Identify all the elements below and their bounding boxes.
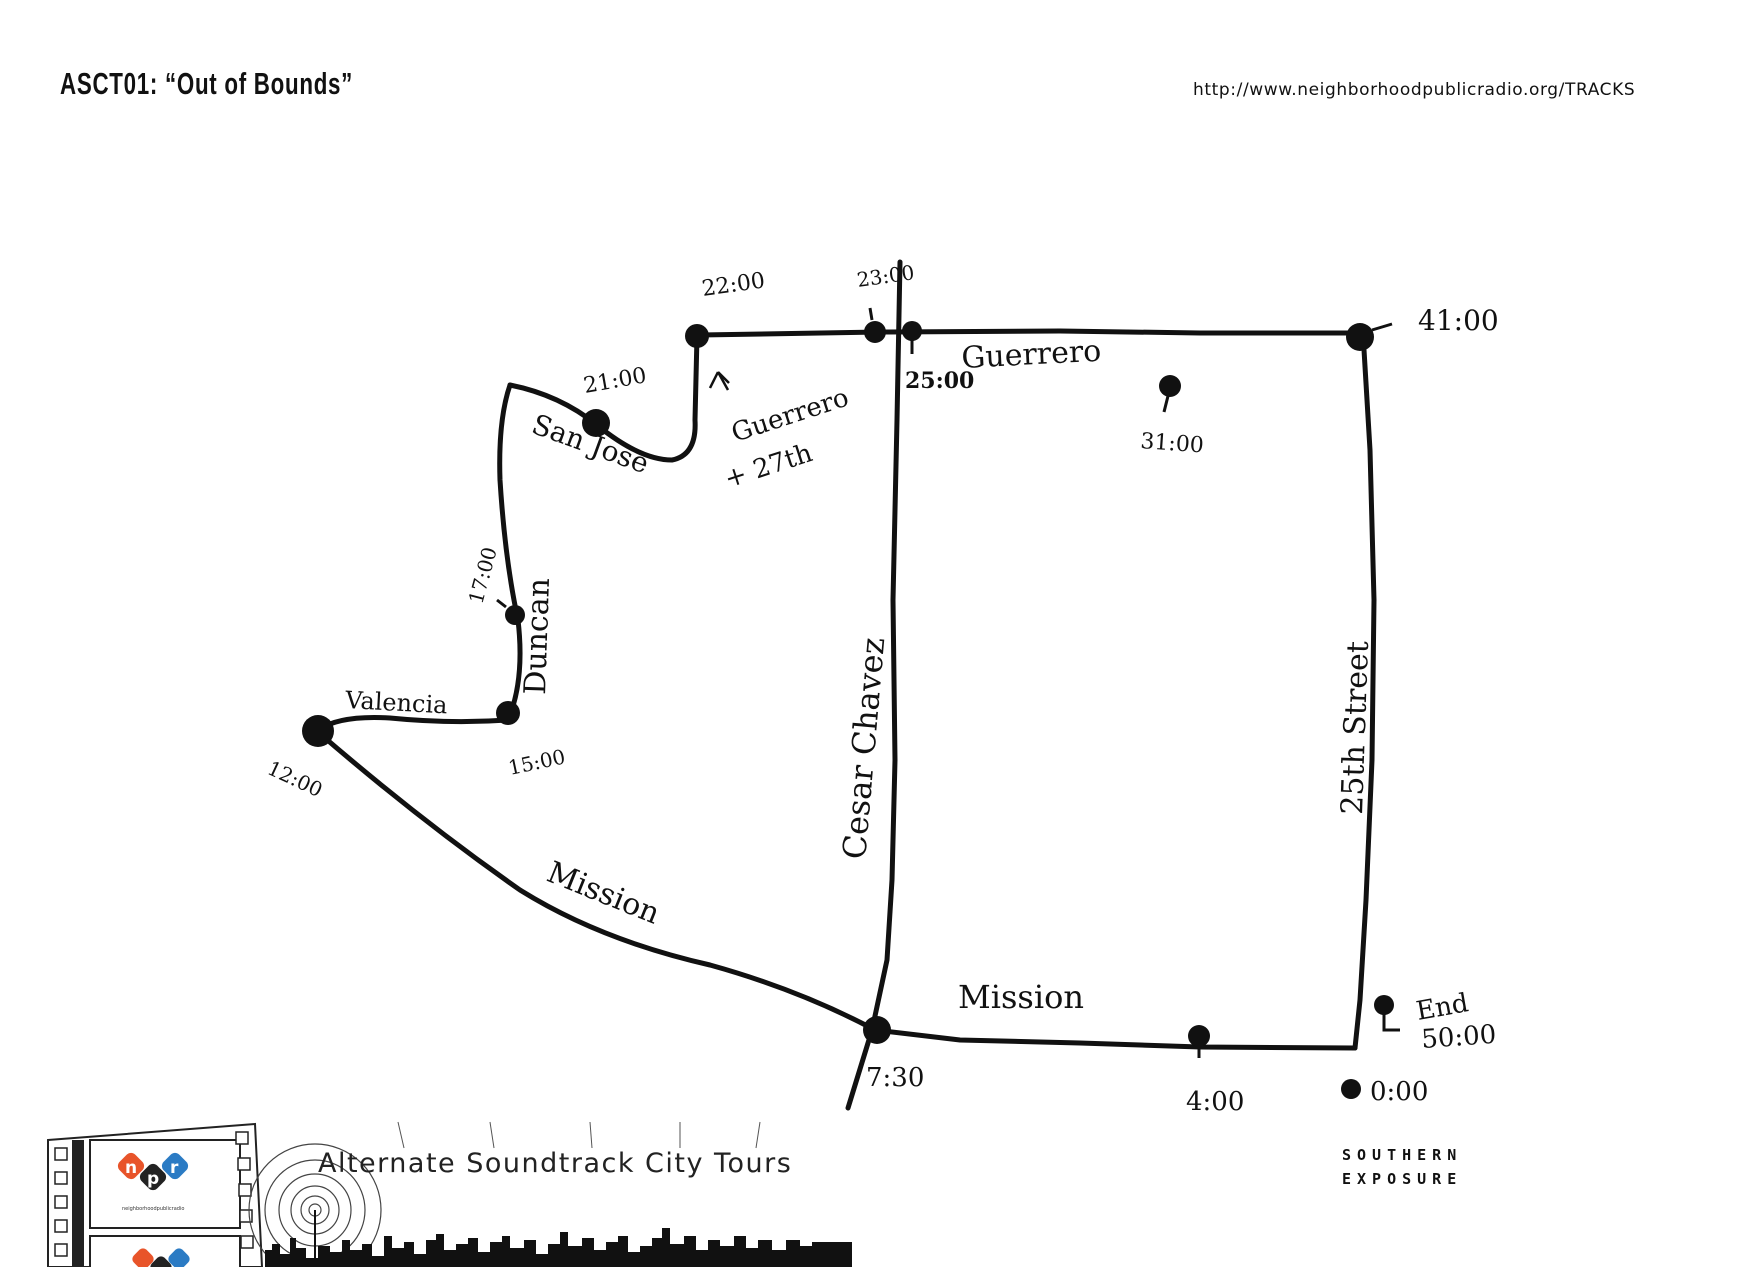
time-label-12: 12:00	[264, 756, 326, 802]
street-line-guerrero	[697, 328, 1366, 338]
guerrero-arrow	[708, 371, 730, 391]
npr-logo: n p r neighborhoodpublicradio	[117, 1152, 189, 1212]
sponsor-line-1: SOUTHERN	[1342, 1146, 1463, 1164]
sponsor-line-2: EXPOSURE	[1342, 1170, 1463, 1188]
street-line-san-jose	[507, 333, 700, 463]
street-line-mission-diagonal	[315, 729, 878, 1033]
svg-text:neighborhoodpublicradio: neighborhoodpublicradio	[122, 1206, 184, 1212]
time-label-22: 22:00	[700, 268, 766, 302]
street-line-mission-bottom	[872, 1027, 1358, 1051]
stop-marker-0	[1341, 1079, 1361, 1099]
street-label-guerrero-27th-1: Guerrero	[728, 383, 853, 449]
npr-logo-lower	[132, 1248, 190, 1267]
stop-marker-7-30	[863, 1016, 891, 1044]
stop-marker-17	[505, 605, 525, 625]
stop-marker-21	[582, 409, 610, 437]
tours-label: Alternate Soundtrack City Tours	[318, 1148, 793, 1179]
street-line-valencia	[315, 715, 511, 733]
stop-marker-31	[1159, 375, 1181, 397]
stop-marker-end	[1374, 995, 1394, 1015]
street-label-duncan: Duncan	[518, 577, 557, 695]
street-label-guerrero-27th-2: + 27th	[721, 438, 816, 495]
street-label-mission-diagonal: Mission	[542, 855, 665, 932]
time-label-41: 41:00	[1418, 304, 1499, 337]
street-label-guerrero: Guerrero	[961, 334, 1103, 376]
time-label-7-30: 7:30	[866, 1063, 924, 1093]
radio-wave-ticks	[397, 1121, 761, 1149]
time-label-23: 23:00	[855, 260, 915, 292]
street-label-mission-bottom: Mission	[958, 978, 1084, 1016]
city-skyline	[265, 1228, 852, 1267]
map-title: ASCT01: “Out of Bounds”	[60, 66, 354, 101]
tracks-url[interactable]: http://www.neighborhoodpublicradio.org/T…	[1193, 80, 1636, 100]
time-label-50: 50:00	[1420, 1020, 1497, 1055]
stop-pin-17	[496, 598, 507, 609]
time-label-31: 31:00	[1140, 429, 1205, 458]
stop-marker-15	[496, 701, 520, 725]
stop-marker-25	[902, 321, 922, 341]
time-label-15: 15:00	[506, 744, 567, 779]
time-label-17: 17:00	[464, 544, 502, 606]
time-label-25: 25:00	[905, 368, 974, 394]
street-line-25th-street	[1352, 330, 1377, 1051]
stop-marker-23	[864, 321, 886, 343]
southern-exposure-logo: SOUTHERN EXPOSURE	[1342, 1143, 1462, 1191]
time-label-end: End	[1414, 988, 1471, 1027]
street-line-duncan	[497, 382, 523, 723]
stop-marker-4	[1188, 1025, 1210, 1047]
svg-text:n: n	[125, 1158, 137, 1178]
stop-pin-41	[1371, 322, 1393, 332]
stop-marker-12	[302, 715, 334, 747]
street-label-cesar-chavez: Cesar Chavez	[835, 636, 892, 861]
stop-pin-23	[868, 307, 874, 321]
stop-marker-22	[685, 324, 709, 348]
svg-text:p: p	[147, 1169, 159, 1189]
stop-pin-end	[1382, 1014, 1400, 1032]
radio-waves-icon	[248, 1143, 382, 1267]
stop-marker-41	[1346, 323, 1374, 351]
time-label-4: 4:00	[1186, 1087, 1244, 1117]
time-label-0: 0:00	[1370, 1077, 1428, 1107]
svg-text:r: r	[170, 1158, 179, 1178]
npr-film-strip: n p r neighborhoodpublicradio	[47, 1122, 264, 1267]
street-label-25th-street: 25th Street	[1335, 641, 1376, 816]
street-label-valencia: Valencia	[344, 686, 449, 719]
time-label-21: 21:00	[582, 363, 649, 399]
stop-pin-31	[1162, 395, 1170, 413]
